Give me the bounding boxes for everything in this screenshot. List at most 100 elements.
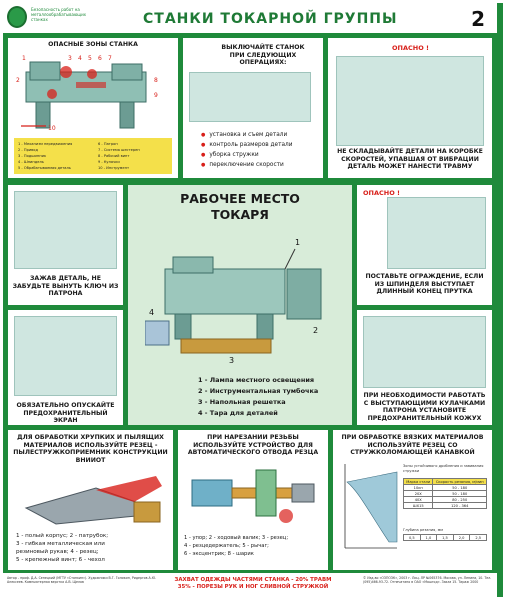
danger-label: ОПАСНО ! [363, 189, 400, 197]
speed-table: Марка стали Скорость резания, м/мин 10кп… [402, 478, 487, 509]
header-bar: Безопасность работ на металлообрабатываю… [3, 3, 497, 33]
chip-breaker-graph [344, 464, 398, 549]
org-text: Безопасность работ на металлообрабатываю… [31, 7, 87, 22]
workplace-item: 1 - Лампа местного освещения [198, 376, 315, 384]
footer-credits: Автор - проф. Д.А. Сенецкий (МГТУ «Станк… [7, 576, 157, 585]
thread-parts: 1 - упор; 2 - ходовый валик; 3 - резец; … [184, 534, 288, 558]
workplace-item: 3 - Напольная решетка [198, 398, 286, 406]
panel-danger-zones: ОПАСНЫЕ ЗОНЫ СТАНКА 1 3 4 5 6 7 8 9 2 10… [8, 38, 178, 178]
workplace-marker: 2 [313, 326, 318, 335]
workplace-list: 1 - Лампа местного освещения 2 - Инструм… [198, 375, 318, 419]
legend-item: 1 - Механизм передвижения [18, 142, 73, 146]
zone-marker: 5 [88, 55, 92, 62]
footer: Автор - проф. Д.А. Сенецкий (МГТУ «Станк… [3, 573, 497, 597]
gearbox-caption: НЕ СКЛАДЫВАЙТЕ ДЕТАЛИ НА КОРОБКЕ СКОРОСТ… [337, 148, 483, 171]
zones-legend: 1 - Механизм передвижения 2 - Привод 3 -… [14, 138, 172, 174]
table-cell: 0,5 [403, 534, 421, 541]
table-cell: 120 - 364 [432, 502, 487, 509]
page-title: СТАНКИ ТОКАРНОЙ ГРУППЫ [143, 11, 398, 27]
worker-illustration [189, 72, 311, 122]
chuck-cover-caption: ПРИ НЕОБХОДИМОСТИ РАБОТАТЬ С ВЫСТУПАЮЩИМ… [363, 392, 486, 422]
stop-list: установка и съем детали контроль размеро… [201, 130, 293, 170]
bar-guard-illustration [387, 197, 486, 269]
stop-caption: ВЫКЛЮЧАЙТЕ СТАНОК ПРИ СЛЕДУЮЩИХ ОПЕРАЦИЯ… [221, 44, 305, 67]
panel-gearbox-warning: ОПАСНО ! НЕ СКЛАДЫВАЙТЕ ДЕТАЛИ НА КОРОБК… [328, 38, 492, 178]
stop-item: переключение скорости [201, 160, 293, 170]
table-cell: ШХ15 [402, 502, 434, 509]
thread-part: 6 - эксцентрик; 8 - шарик [184, 551, 254, 557]
zone-marker: 6 [98, 55, 102, 62]
stop-item: установка и съем детали [201, 130, 293, 140]
logo-icon [7, 6, 27, 28]
bar-guard-caption: ПОСТАВЬТЕ ОГРАЖДЕНИЕ, ЕСЛИ ИЗ ШПИНДЕЛЯ В… [365, 273, 484, 296]
brittle-part: 3 - гибкая металлическая или [16, 541, 105, 547]
feed-table: 0,5 1,0 1,5 2,0 2,5 [403, 534, 487, 541]
legend-item: 5 - Обрабатываемая деталь [18, 166, 71, 170]
thread-part: 1 - упор; 2 - ходовый валик; 3 - резец; [184, 535, 289, 541]
zone-marker: 7 [108, 55, 112, 62]
zone-marker: 9 [154, 92, 158, 99]
workplace-title-2: ТОКАРЯ [211, 207, 269, 222]
panel-workplace: РАБОЧЕЕ МЕСТО ТОКАРЯ 1 2 3 4 1 - Лампа м… [128, 185, 352, 425]
zone-note: Зоны устойчивого дробления и завивания с… [403, 464, 484, 473]
workplace-item: 2 - Инструментальная тумбочка [198, 387, 319, 395]
table-cell: 1,0 [419, 534, 438, 541]
viscous-caption: ПРИ ОБРАБОТКЕ ВЯЗКИХ МАТЕРИАЛОВ ИСПОЛЬЗУ… [341, 434, 484, 457]
thread-caption: ПРИ НАРЕЗАНИИ РЕЗЬБЫ ИСПОЛЬЗУЙТЕ УСТРОЙС… [187, 434, 319, 457]
legend-item: 3 - Подшипник [18, 154, 47, 158]
chuck-cover-illustration [363, 316, 486, 388]
legend-item: 9 - Кулачки [98, 160, 120, 164]
panel-brittle-materials: ДЛЯ ОБРАБОТКИ ХРУПКИХ И ПЫЛЯЩИХ МАТЕРИАЛ… [8, 430, 173, 570]
page-number: 2 [471, 7, 485, 31]
footer-warning: ЗАХВАТ ОДЕЖДЫ ЧАСТЯМИ СТАНКА - 20% ТРАВМ… [153, 577, 353, 591]
brittle-parts: 1 - полый корпус; 2 - патрубок; 3 - гибк… [16, 532, 108, 564]
workplace-marker: 1 [295, 238, 300, 247]
legend-item: 4 - Шпиндель [18, 160, 44, 164]
stop-item: контроль размеров детали [201, 140, 292, 150]
panel-thread-cutting: ПРИ НАРЕЗАНИИ РЕЗЬБЫ ИСПОЛЬЗУЙТЕ УСТРОЙС… [178, 430, 328, 570]
screen-caption: ОБЯЗАТЕЛЬНО ОПУСКАЙТЕ ПРЕДОХРАНИТЕЛЬНЫЙ … [16, 402, 115, 425]
legend-item: 7 - Система шестерен [98, 148, 140, 152]
table-cell: 1,5 [436, 534, 454, 541]
panel-bar-guard: ОПАСНО ! ПОСТАВЬТЕ ОГРАЖДЕНИЕ, ЕСЛИ ИЗ Ш… [357, 185, 492, 305]
brittle-caption: ДЛЯ ОБРАБОТКИ ХРУПКИХ И ПЫЛЯЩИХ МАТЕРИАЛ… [13, 434, 168, 464]
zone-marker: 4 [78, 55, 82, 62]
screen-illustration [14, 316, 117, 396]
brittle-part: резиновый рукав; 4 - резец; [16, 549, 99, 555]
gearbox-illustration [336, 56, 484, 146]
zone-marker: 2 [16, 77, 20, 84]
panel-chuck-cover: ПРИ НЕОБХОДИМОСТИ РАБОТАТЬ С ВЫСТУПАЮЩИМ… [357, 310, 492, 425]
danger-zones-caption: ОПАСНЫЕ ЗОНЫ СТАНКА [48, 41, 138, 48]
panel-chuck-key: ЗАЖАВ ДЕТАЛЬ, НЕ ЗАБУДЬТЕ ВЫНУТЬ КЛЮЧ ИЗ… [8, 185, 123, 305]
legend-item: 8 - Рабочий винт [98, 154, 130, 158]
legend-item: 6 - Патрон [98, 142, 118, 146]
workplace-item: 4 - Тара для деталей [198, 409, 278, 417]
panel-safety-screen: ОБЯЗАТЕЛЬНО ОПУСКАЙТЕ ПРЕДОХРАНИТЕЛЬНЫЙ … [8, 310, 123, 425]
footer-publisher: © Изд-во «ОЗПОЗК», 2003 г. Лиц. ЛР №0653… [363, 576, 492, 585]
zone-marker: 10 [48, 125, 56, 132]
table-cell: 2,5 [469, 534, 487, 541]
workplace-marker: 3 [229, 356, 234, 364]
footer-warning-line: 35% - ПОРЕЗЫ РУК И НОГ СЛИВНОЙ СТРУЖКОЙ [177, 584, 329, 590]
table-cell: 2,0 [452, 534, 471, 541]
zone-marker: 1 [22, 55, 26, 62]
cutter-illustration [24, 476, 162, 525]
legend-item: 2 - Привод [18, 148, 38, 152]
panel-viscous-materials: ПРИ ОБРАБОТКЕ ВЯЗКИХ МАТЕРИАЛОВ ИСПОЛЬЗУ… [333, 430, 492, 570]
thread-part: 4 - резцедержатель; 5 - рычаг; [184, 543, 269, 549]
table-row: 0,5 1,0 1,5 2,0 2,5 [403, 534, 487, 541]
footer-warning-line: ЗАХВАТ ОДЕЖДЫ ЧАСТЯМИ СТАНКА - 20% ТРАВМ [174, 577, 332, 583]
workplace-marker: 4 [149, 308, 154, 317]
danger-label: ОПАСНО ! [392, 44, 429, 52]
lathe-zones-illustration: 1 3 4 5 6 7 8 9 2 10 [16, 55, 158, 132]
zone-marker: 3 [68, 55, 72, 62]
zone-marker: 8 [154, 77, 158, 84]
brittle-part: 5 - крепежный винт; 6 - чехол [16, 557, 105, 563]
workplace-illustration: 1 2 3 4 [145, 238, 322, 364]
stop-item: уборка стружки [201, 150, 293, 160]
legend-item: 10 - Инструмент [98, 166, 130, 170]
thread-device-illustration [191, 469, 315, 523]
chuck-key-illustration [14, 191, 117, 269]
brittle-part: 1 - полый корпус; 2 - патрубок; [16, 533, 109, 539]
